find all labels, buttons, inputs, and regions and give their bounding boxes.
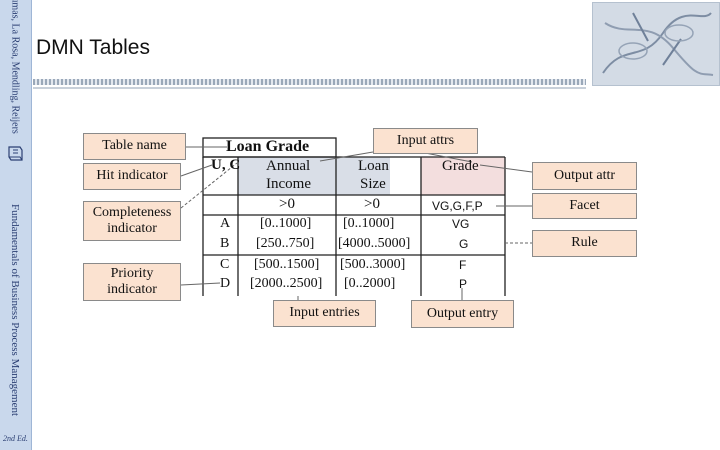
rule-id: A: [220, 216, 231, 231]
callout-completeness-line1: Completeness: [92, 204, 172, 220]
drawing-hands-logo: [592, 2, 720, 86]
edition-label: 2nd Ed.: [3, 434, 28, 443]
callout-priority-line1: Priority: [110, 265, 154, 281]
hit-policy-value: U, C: [211, 157, 241, 173]
callout-hit-indicator: Hit indicator: [83, 163, 181, 190]
rule-grade: VG: [452, 217, 470, 231]
book-icon: [6, 144, 25, 163]
rule-grade: G: [459, 237, 469, 251]
output-facet: VG,G,F,P: [432, 199, 483, 213]
callout-priority-line2: indicator: [107, 282, 157, 297]
rule-size: [0..1000]: [343, 216, 395, 231]
callout-input-attrs: Input attrs: [373, 128, 478, 154]
input-header-income-line2: Income: [266, 176, 311, 192]
callout-rule: Rule: [532, 230, 637, 257]
callout-facet: Facet: [532, 193, 637, 219]
rule-id: B: [220, 236, 230, 251]
input-header-income-line1: Annual: [266, 158, 311, 174]
output-header-grade: Grade: [442, 158, 479, 174]
input-header-size-line1: Loan: [358, 158, 389, 174]
table-name-value: Loan Grade: [226, 138, 310, 155]
input-facet-size: >0: [364, 196, 380, 212]
rule-id: C: [220, 257, 230, 272]
title-divider: [33, 79, 586, 85]
title-divider-underline: [33, 87, 586, 89]
input-header-background: [238, 157, 390, 195]
rule-grade: F: [459, 258, 467, 272]
rule-income: [2000..2500]: [250, 276, 323, 291]
rule-grade: P: [459, 277, 468, 291]
input-facet-income: >0: [279, 196, 295, 212]
rule-size: [0..2000]: [344, 276, 396, 291]
rule-income: [0..1000]: [260, 216, 312, 231]
rule-id: D: [220, 276, 231, 291]
callout-table-name: Table name: [83, 133, 186, 160]
callout-priority-indicator: Priority indicator: [83, 263, 181, 301]
page-title: DMN Tables: [36, 36, 150, 59]
rule-income: [250..750]: [256, 236, 315, 251]
sidebar: Dumas, La Rosa, Mendling, Reijers Fundam…: [0, 0, 32, 450]
callout-completeness-indicator: Completeness indicator: [83, 201, 181, 241]
input-header-size-line2: Size: [360, 176, 386, 192]
rule-size: [4000..5000]: [338, 236, 411, 251]
callout-input-entries: Input entries: [273, 300, 376, 327]
callout-output-attr: Output attr: [532, 162, 637, 190]
rule-size: [500..3000]: [340, 257, 406, 272]
output-header-background: [421, 157, 505, 195]
callout-output-entry: Output entry: [411, 300, 514, 328]
callout-completeness-line2: indicator: [107, 221, 157, 236]
rule-income: [500..1500]: [254, 257, 320, 272]
